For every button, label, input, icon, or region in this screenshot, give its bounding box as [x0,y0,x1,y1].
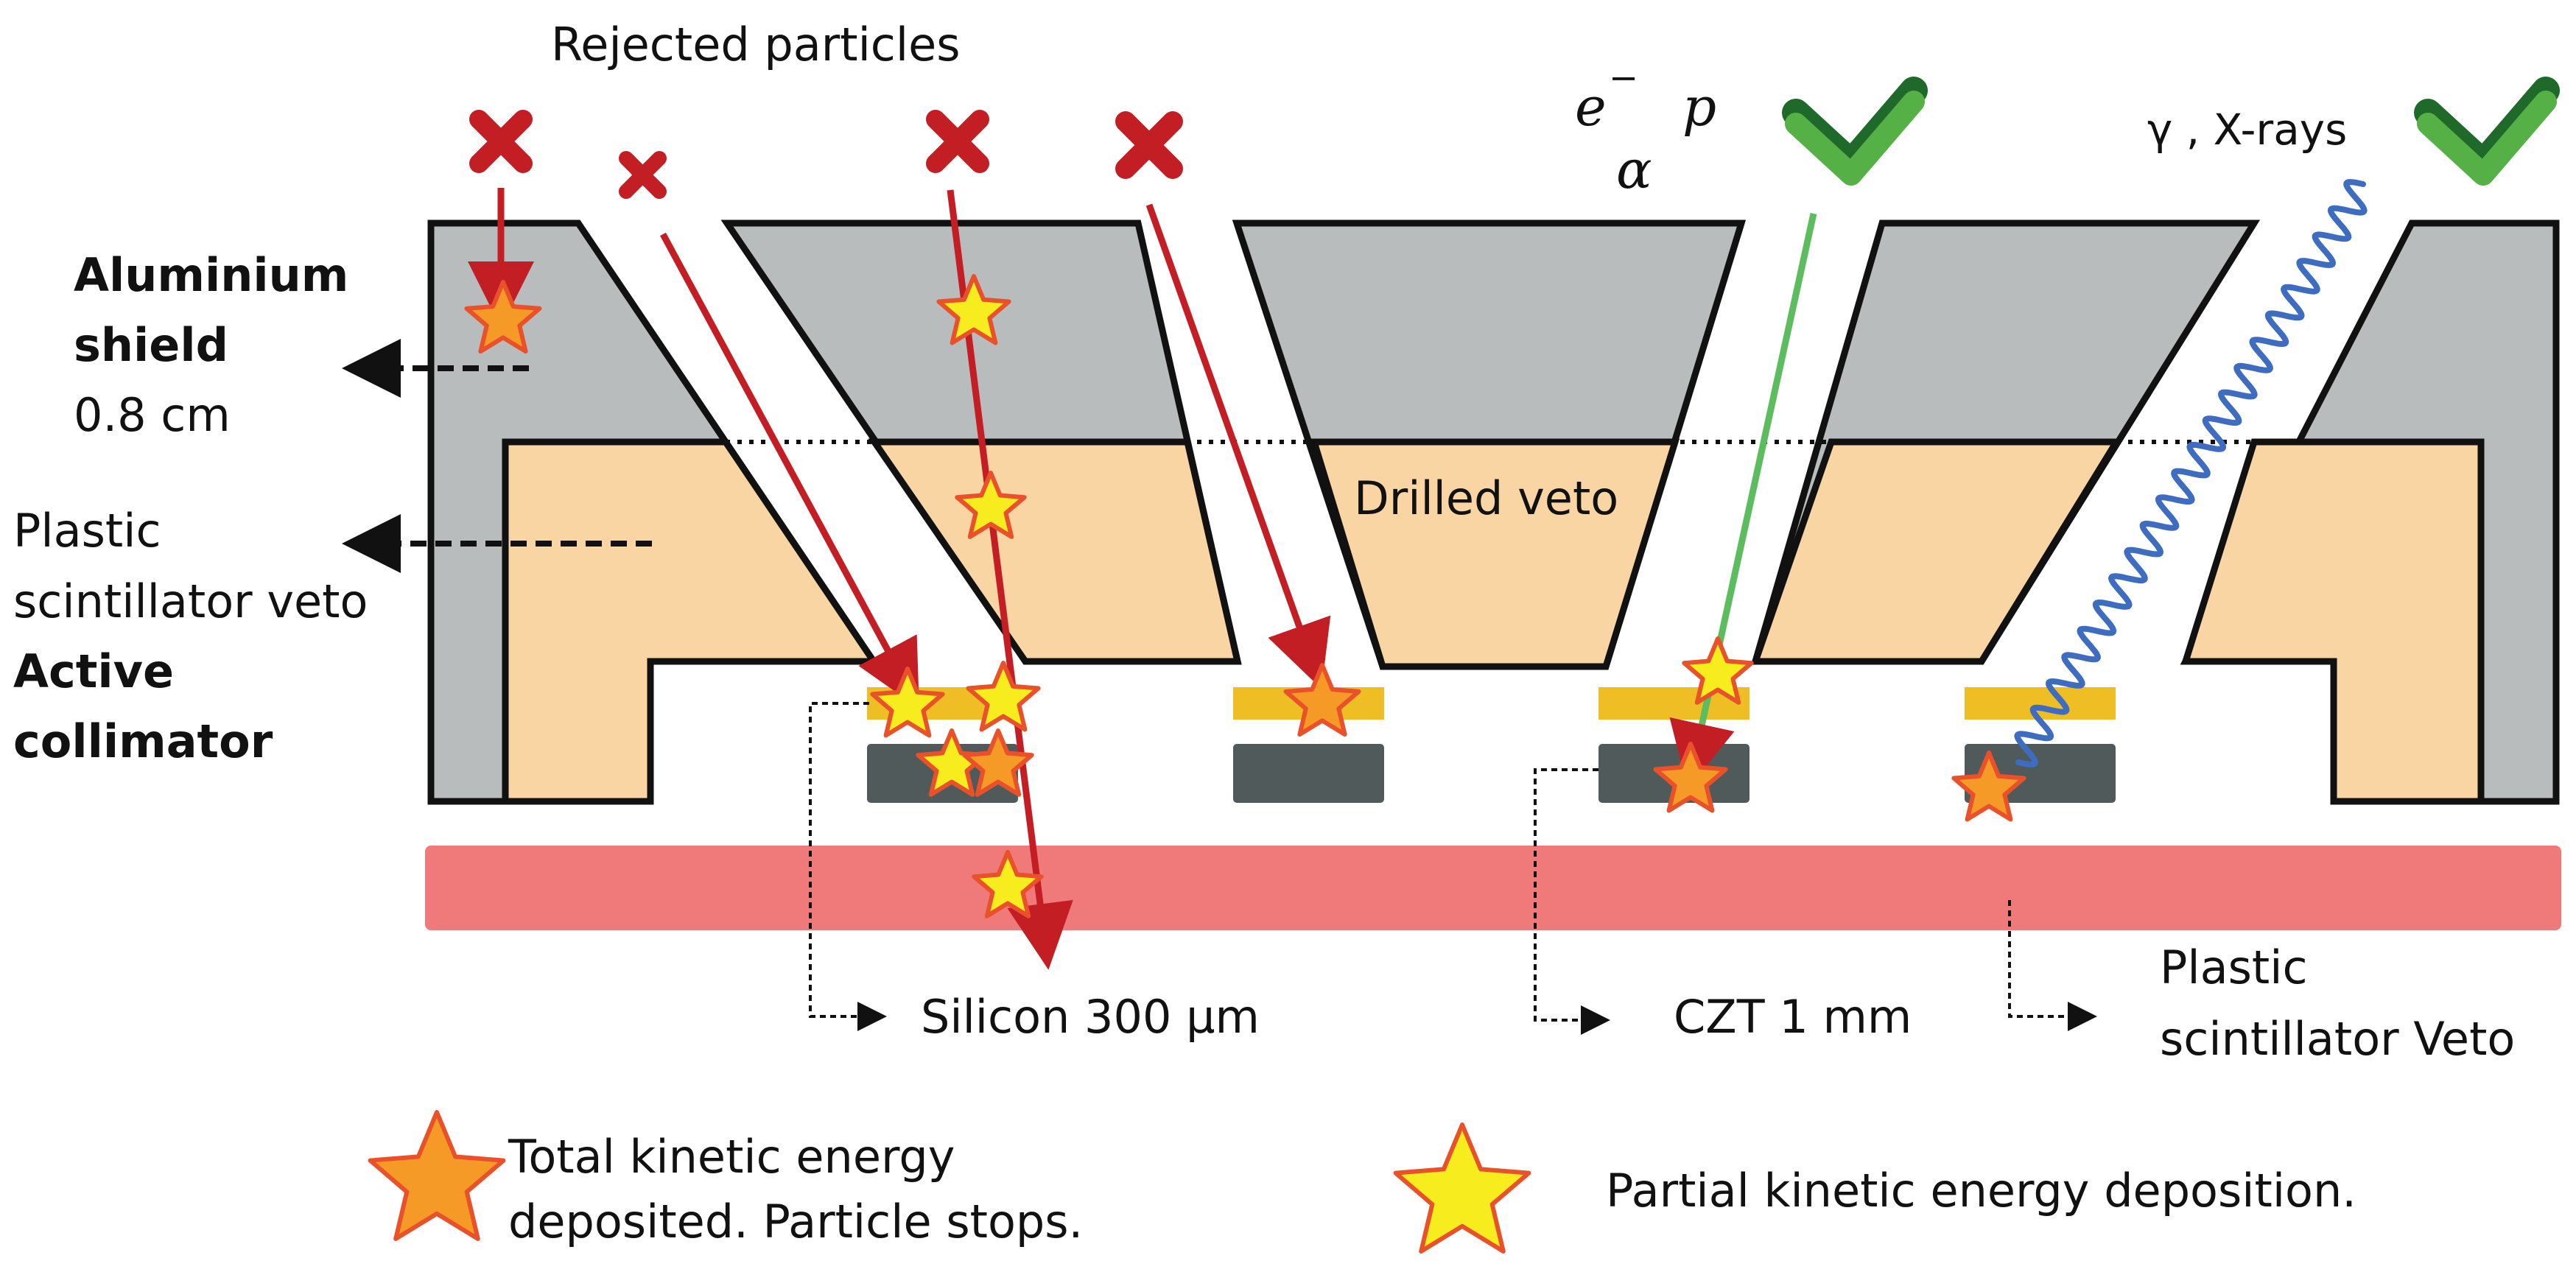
czt-label: CZT 1 mm [1674,990,1912,1044]
gamma-ray-track [2014,179,2368,767]
legend: Total kinetic energy deposited. Particle… [368,1110,2356,1254]
cross-icon [619,151,667,199]
yellow-star-icon [1393,1122,1531,1254]
active-collimator-label: Active [13,644,174,698]
drilled-veto-label: Drilled veto [1354,471,1618,525]
aluminium-shield-label-2: shield [74,318,228,372]
proton-label: p [1682,76,1716,138]
veto-right [2180,438,2485,805]
veto-left [502,438,880,805]
yellow-star-icon [972,850,1044,918]
reject-markers [469,110,1183,199]
electron-charge-label: − [1609,57,1638,99]
rejected-track-4 [1145,203,1331,689]
yellow-star-icon [1682,636,1754,705]
silicon-leader [809,702,887,1031]
gamma-xray-label: γ , X-rays [2147,105,2347,155]
yellow-star-icon [966,661,1041,732]
plastic-scintillator-veto [502,438,2485,805]
silicon-detector-4 [1965,687,2116,720]
veto-block-1 [868,438,1242,665]
bottom-veto-label-2: scintillator Veto [2160,1012,2515,1066]
orange-star-icon [368,1110,506,1241]
orange-star-icon [1951,751,2026,822]
checkmark-icon [1782,77,1928,186]
yellow-star-icon [870,667,945,738]
orange-star-icon [464,280,542,354]
rejected-particles-label: Rejected particles [551,18,961,71]
czt-leader [1534,768,1610,1035]
aluminium-shield-label: Aluminium [74,248,348,302]
legend-total-label: Total kinetic energy [508,1130,955,1184]
bottom-veto-leader [2008,900,2097,1031]
bottom-plastic-veto [425,846,2561,930]
legend-total-label-2: deposited. Particle stops. [508,1195,1083,1248]
plastic-veto-label-2: scintillator veto [13,575,368,628]
active-collimator-label-2: collimator [13,714,273,768]
silicon-label: Silicon 300 µm [921,990,1260,1044]
czt-detector-2 [1233,744,1384,803]
yellow-star-icon [936,274,1011,345]
cross-icon [926,110,989,173]
cross-icon [1115,111,1183,179]
bottom-veto-label: Plastic [2160,941,2308,994]
orange-star-icon [962,728,1034,797]
checkmark-icon [2414,77,2560,186]
veto-block-3 [1750,438,2123,665]
orange-star-icon [1283,663,1361,737]
plastic-veto-label: Plastic [13,504,161,558]
alpha-label: α [1616,138,1652,200]
leader-arrows [342,339,2097,1035]
detector-row [867,687,2116,803]
electron-label: e [1575,76,1607,138]
yellow-star-icon [955,471,1027,539]
cross-icon [469,110,533,173]
rejected-track-2 [660,232,919,709]
energy-deposits [464,274,2026,918]
orange-star-icon [1653,742,1728,813]
legend-partial-label: Partial kinetic energy deposition. [1606,1164,2356,1218]
shield-thickness-label: 0.8 cm [74,388,231,442]
legend-total-star [368,1110,506,1241]
legend-partial-star [1393,1122,1531,1254]
